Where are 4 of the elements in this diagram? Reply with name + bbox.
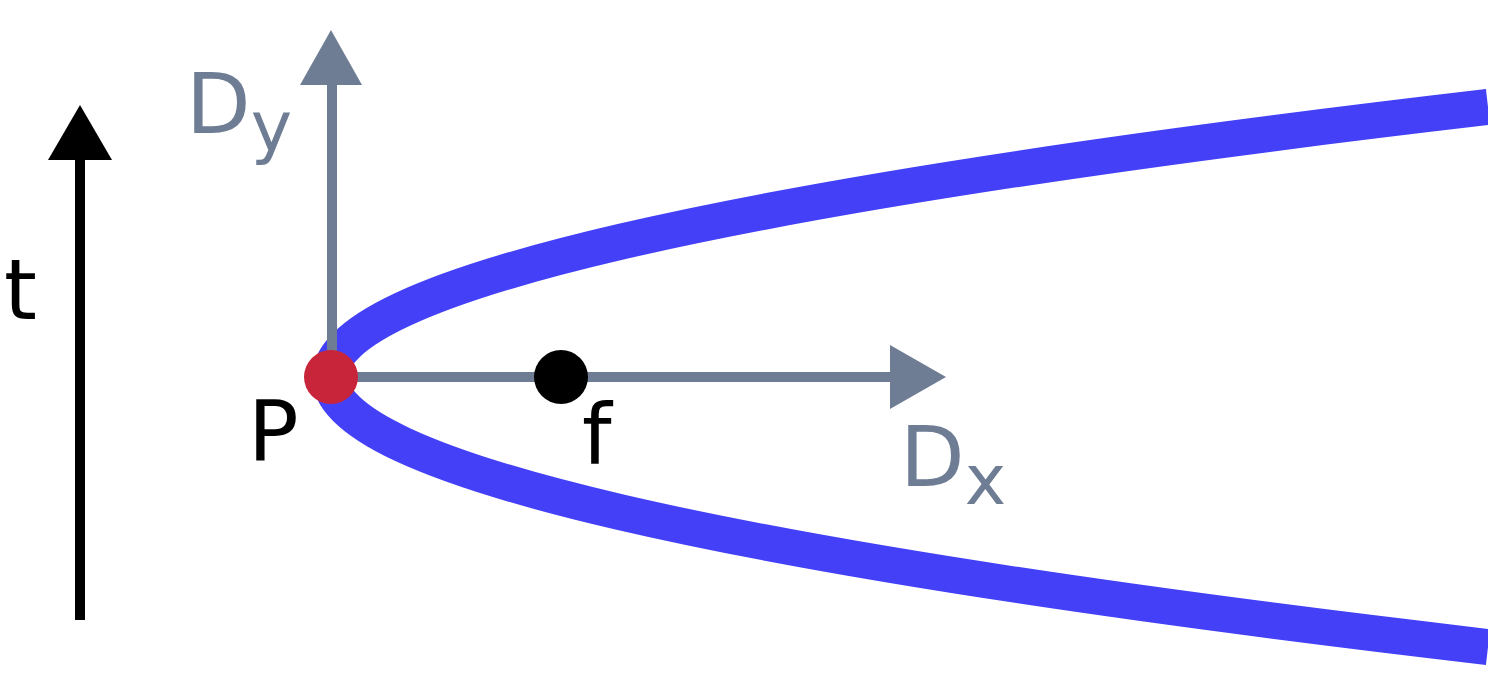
axis-label: t bbox=[4, 248, 37, 332]
axis-label: D$_{x}$ bbox=[900, 415, 1007, 515]
point-label: P bbox=[248, 390, 299, 474]
point-label: f bbox=[582, 393, 612, 477]
